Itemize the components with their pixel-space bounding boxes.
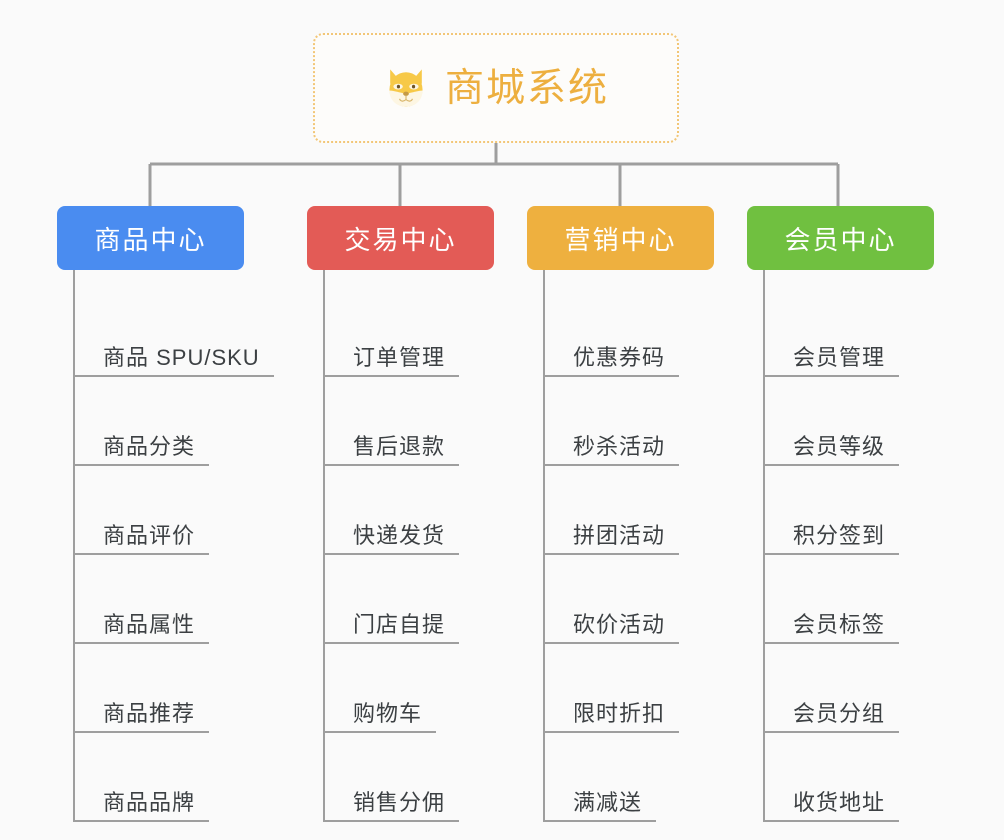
leaf-label: 限时折扣 — [543, 700, 680, 733]
list-item[interactable]: 订单管理 — [307, 288, 547, 377]
list-item[interactable]: 积分签到 — [747, 466, 987, 555]
leaf-label: 会员分组 — [763, 700, 900, 733]
list-item[interactable]: 购物车 — [307, 644, 547, 733]
list-item[interactable]: 会员管理 — [747, 288, 987, 377]
list-item[interactable]: 会员等级 — [747, 377, 987, 466]
leaf-label: 会员标签 — [763, 611, 900, 644]
leaf-label: 购物车 — [323, 700, 437, 733]
branch-column-3: 营销中心 优惠券码 秒杀活动 拼团活动 砍价活动 限时折扣 满减送 — [527, 206, 767, 822]
list-item[interactable]: 优惠券码 — [527, 288, 767, 377]
leaf-list-3: 优惠券码 秒杀活动 拼团活动 砍价活动 限时折扣 满减送 — [527, 270, 767, 822]
leaf-label: 商品属性 — [73, 611, 210, 644]
leaf-list-2: 订单管理 售后退款 快递发货 门店自提 购物车 销售分佣 — [307, 270, 547, 822]
branch-column-4: 会员中心 会员管理 会员等级 积分签到 会员标签 会员分组 收货地址 — [747, 206, 987, 822]
list-item[interactable]: 商品 SPU/SKU — [57, 288, 297, 377]
leaf-list-1: 商品 SPU/SKU 商品分类 商品评价 商品属性 商品推荐 商品品牌 — [57, 270, 297, 822]
leaf-label: 拼团活动 — [543, 522, 680, 555]
list-item[interactable]: 商品推荐 — [57, 644, 297, 733]
category-header-label: 营销中心 — [564, 224, 677, 255]
list-item[interactable]: 满减送 — [527, 733, 767, 822]
list-item[interactable]: 商品评价 — [57, 466, 297, 555]
leaf-label: 商品推荐 — [73, 700, 210, 733]
list-item[interactable]: 限时折扣 — [527, 644, 767, 733]
leaf-label: 订单管理 — [323, 344, 460, 377]
leaf-label: 商品评价 — [73, 522, 210, 555]
list-item[interactable]: 销售分佣 — [307, 733, 547, 822]
leaf-label: 商品 SPU/SKU — [73, 344, 274, 377]
category-header-label: 会员中心 — [784, 224, 897, 255]
leaf-label: 收货地址 — [763, 789, 900, 822]
list-item[interactable]: 商品分类 — [57, 377, 297, 466]
leaf-label: 满减送 — [543, 789, 657, 822]
leaf-label: 积分签到 — [763, 522, 900, 555]
shiba-dog-face-icon — [389, 69, 423, 107]
category-header-4[interactable]: 会员中心 — [747, 206, 934, 270]
list-item[interactable]: 秒杀活动 — [527, 377, 767, 466]
leaf-label: 商品分类 — [73, 433, 210, 466]
leaf-label: 售后退款 — [323, 433, 460, 466]
list-item[interactable]: 门店自提 — [307, 555, 547, 644]
category-header-label: 交易中心 — [344, 224, 457, 255]
category-header-label: 商品中心 — [94, 224, 207, 255]
list-item[interactable]: 售后退款 — [307, 377, 547, 466]
category-header-3[interactable]: 营销中心 — [527, 206, 714, 270]
leaf-label: 门店自提 — [323, 611, 460, 644]
leaf-label: 快递发货 — [323, 522, 460, 555]
list-item[interactable]: 会员标签 — [747, 555, 987, 644]
leaf-label: 优惠券码 — [543, 344, 680, 377]
root-title: 商城系统 — [444, 66, 609, 110]
list-item[interactable]: 收货地址 — [747, 733, 987, 822]
list-item[interactable]: 商品品牌 — [57, 733, 297, 822]
category-header-2[interactable]: 交易中心 — [307, 206, 494, 270]
list-item[interactable]: 商品属性 — [57, 555, 297, 644]
branch-column-2: 交易中心 订单管理 售后退款 快递发货 门店自提 购物车 销售分佣 — [307, 206, 547, 822]
leaf-list-4: 会员管理 会员等级 积分签到 会员标签 会员分组 收货地址 — [747, 270, 987, 822]
list-item[interactable]: 拼团活动 — [527, 466, 767, 555]
category-header-1[interactable]: 商品中心 — [57, 206, 244, 270]
leaf-label: 砍价活动 — [543, 611, 680, 644]
list-item[interactable]: 砍价活动 — [527, 555, 767, 644]
root-node[interactable]: 商城系统 — [313, 33, 679, 143]
list-item[interactable]: 会员分组 — [747, 644, 987, 733]
leaf-label: 销售分佣 — [323, 789, 460, 822]
list-item[interactable]: 快递发货 — [307, 466, 547, 555]
leaf-label: 会员管理 — [763, 344, 900, 377]
branch-column-1: 商品中心 商品 SPU/SKU 商品分类 商品评价 商品属性 商品推荐 商品品牌 — [57, 206, 297, 822]
leaf-label: 商品品牌 — [73, 789, 210, 822]
leaf-label: 秒杀活动 — [543, 433, 680, 466]
leaf-label: 会员等级 — [763, 433, 900, 466]
